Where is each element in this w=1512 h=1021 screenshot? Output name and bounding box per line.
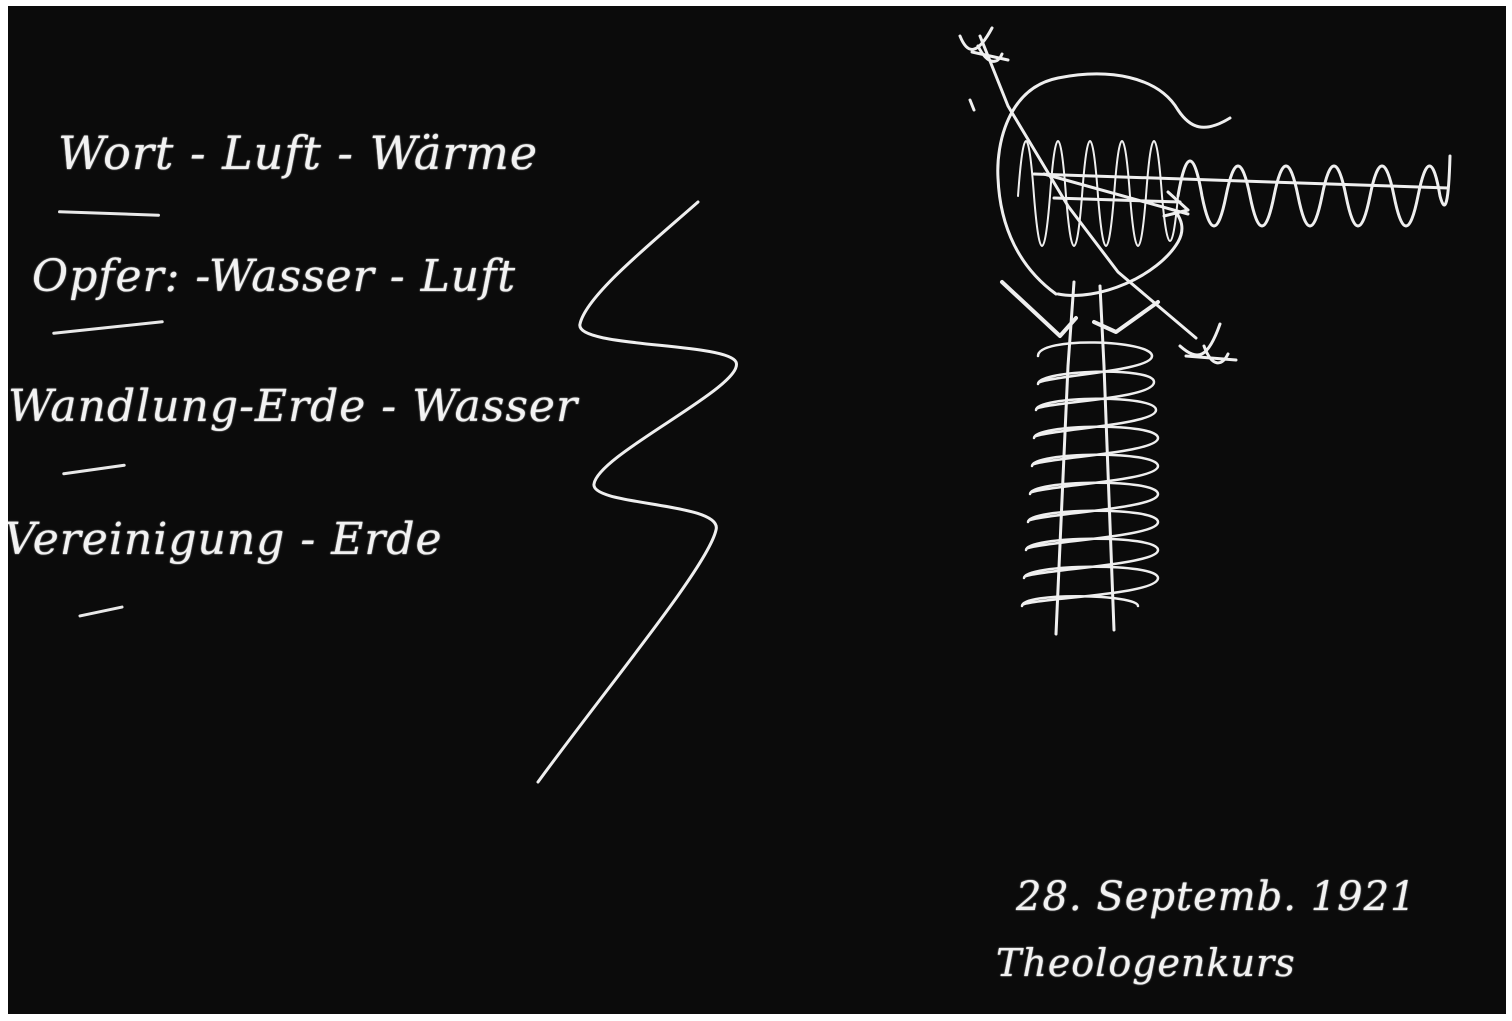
zigzag-line	[538, 202, 736, 782]
chalk-drawings	[8, 6, 1506, 1014]
column-figure	[1002, 282, 1158, 634]
column-spiral	[1022, 342, 1158, 606]
mark-small	[970, 100, 974, 110]
course-text: Theologenkurs	[996, 941, 1296, 985]
column-crossbars	[1002, 282, 1158, 336]
inner-waves	[1018, 141, 1178, 246]
date-text: 28. Septemb. 1921	[1016, 874, 1417, 920]
column-right-rod	[1100, 286, 1114, 630]
blackboard: Wort - Luft - Wärme Opfer: -Wasser - Luf…	[8, 6, 1506, 1014]
outer-waves	[1178, 156, 1450, 226]
